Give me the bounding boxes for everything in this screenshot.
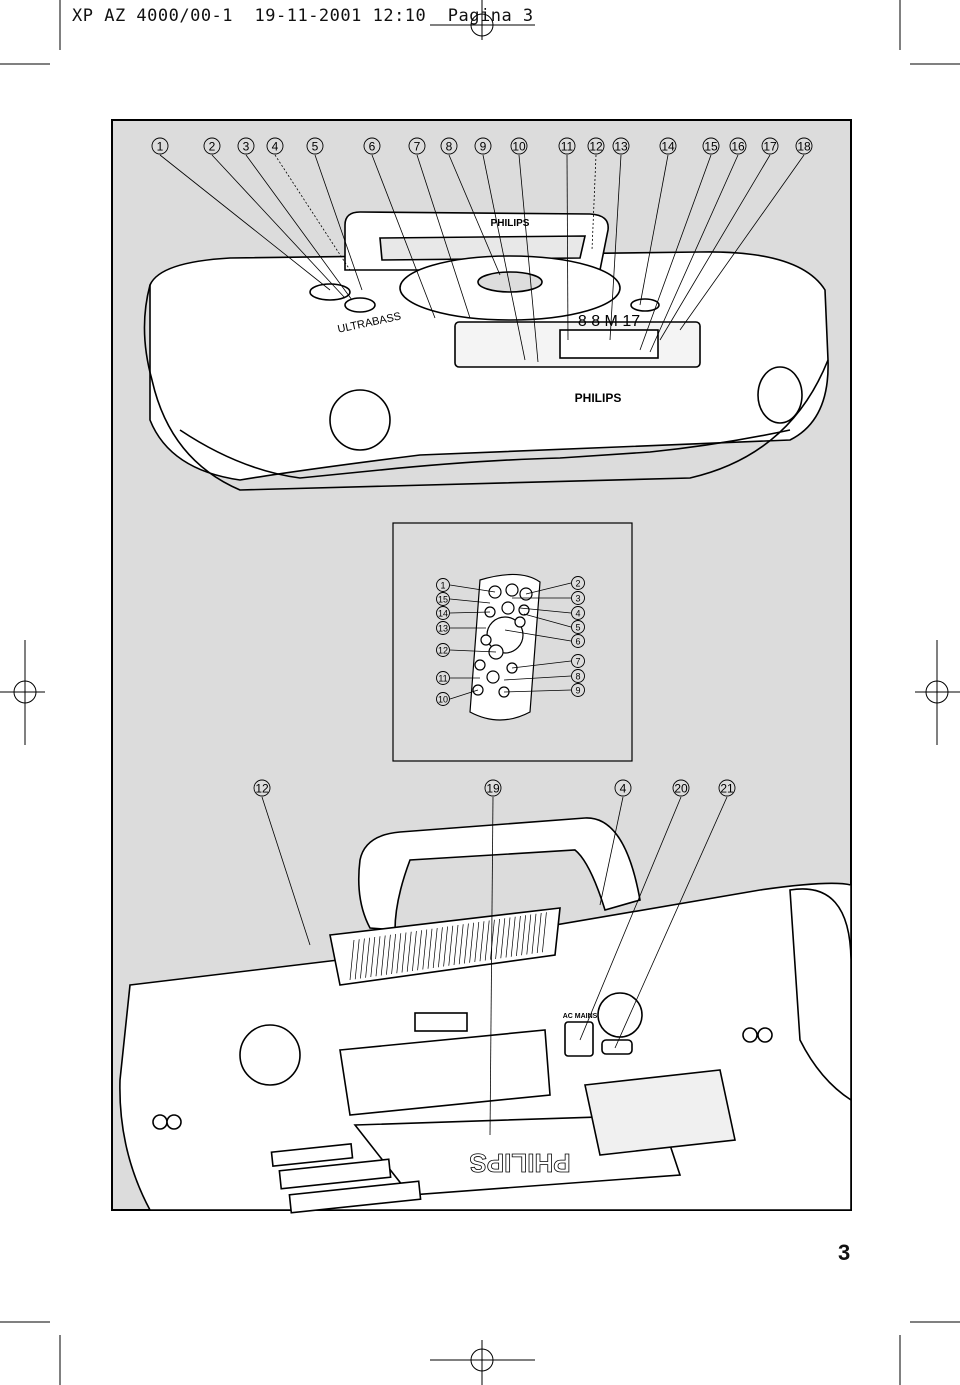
callout-number: 5 [575, 623, 580, 633]
callout-number: 1 [440, 581, 445, 591]
callout-1: 1 [436, 578, 450, 592]
callout-number: 15 [438, 595, 448, 605]
callout-10: 10 [510, 137, 528, 155]
callout-number: 1 [157, 140, 164, 154]
callout-number: 14 [438, 609, 448, 619]
callout-number: 8 [446, 140, 453, 154]
callout-5: 5 [571, 620, 585, 634]
callout-number: 14 [661, 140, 675, 154]
front-brand: PHILIPS [575, 391, 622, 405]
callout-14: 14 [436, 606, 450, 620]
callout-number: 19 [486, 782, 500, 796]
callout-18: 18 [795, 137, 813, 155]
callout-number: 21 [720, 782, 734, 796]
callout-8: 8 [440, 137, 458, 155]
callout-2: 2 [571, 576, 585, 590]
callout-number: 13 [438, 624, 448, 634]
callout-19: 19 [484, 779, 502, 797]
callout-4: 4 [614, 779, 632, 797]
remote-control [469, 573, 541, 721]
document-header: XP AZ 4000/00-1 19-11-2001 12:10 Pagina … [72, 6, 534, 26]
bottom-callout-row: 12 19 4 20 21 [253, 779, 736, 797]
ac-mains-label: AC MAINS [563, 1013, 598, 1020]
callout-number: 11 [438, 674, 447, 684]
callout-8: 8 [571, 669, 585, 683]
callout-11: 11 [558, 137, 576, 155]
callout-number: 9 [480, 140, 487, 154]
callout-number: 8 [575, 672, 580, 682]
callout-16: 16 [729, 137, 747, 155]
callout-6: 6 [363, 137, 381, 155]
callout-number: 3 [243, 140, 250, 154]
page-number: 3 [838, 1240, 851, 1265]
callout-9: 9 [474, 137, 492, 155]
callout-number: 6 [369, 140, 376, 154]
callout-14: 14 [659, 137, 677, 155]
callout-2: 2 [203, 137, 221, 155]
callout-number: 17 [763, 140, 777, 154]
callout-15: 15 [436, 592, 450, 606]
callout-number: 7 [414, 140, 421, 154]
remote-leader-lines [449, 582, 572, 700]
callout-number: 12 [589, 140, 603, 154]
callout-4: 4 [571, 606, 585, 620]
callout-11: 11 [436, 671, 450, 685]
callout-12: 12 [436, 643, 450, 657]
callout-7: 7 [571, 654, 585, 668]
callout-9: 9 [571, 683, 585, 697]
callout-12: 12 [253, 779, 271, 797]
callout-number: 2 [209, 140, 216, 154]
callout-13: 13 [436, 621, 450, 635]
callout-3: 3 [237, 137, 255, 155]
display-readout: 8 8 M 17 [578, 313, 640, 330]
callout-3: 3 [571, 591, 585, 605]
header-date: 19-11-2001 12:10 [254, 6, 427, 26]
callout-number: 12 [255, 782, 269, 796]
callout-10: 10 [436, 692, 450, 706]
boombox-bottom-view [119, 817, 852, 1214]
callout-7: 7 [408, 137, 426, 155]
callout-number: 10 [438, 695, 448, 705]
callout-15: 15 [702, 137, 720, 155]
callout-number: 18 [797, 140, 811, 154]
callout-number: 4 [620, 782, 627, 796]
callout-number: 11 [561, 140, 574, 154]
callout-number: 2 [575, 579, 580, 589]
callout-number: 9 [575, 686, 580, 696]
callout-number: 20 [674, 782, 688, 796]
callout-number: 10 [512, 140, 526, 154]
callout-12: 12 [587, 137, 605, 155]
doc-code: XP AZ 4000/00-1 [72, 6, 234, 26]
callout-number: 15 [704, 140, 718, 154]
remote-callouts: 1 15 14 13 12 11 10 2 3 4 5 6 7 8 9 [436, 576, 585, 706]
callout-5: 5 [306, 137, 324, 155]
callout-number: 16 [731, 140, 745, 154]
bottom-leader-lines [261, 796, 728, 1136]
top-leader-lines [159, 154, 805, 363]
callout-number: 7 [575, 657, 580, 667]
callout-number: 4 [575, 609, 580, 619]
callout-number: 6 [575, 637, 580, 647]
callout-number: 12 [438, 646, 448, 656]
callout-13: 13 [612, 137, 630, 155]
callout-1: 1 [151, 137, 169, 155]
callout-number: 13 [614, 140, 628, 154]
callout-21: 21 [718, 779, 736, 797]
callout-number: 3 [575, 594, 580, 604]
bottom-brand: PHILIPS [469, 1148, 570, 1178]
callout-4: 4 [266, 137, 284, 155]
header-page: Pagina 3 [447, 6, 534, 26]
callout-17: 17 [761, 137, 779, 155]
callout-number: 4 [272, 140, 279, 154]
lid-brand: PHILIPS [491, 218, 530, 229]
callout-6: 6 [571, 634, 585, 648]
callout-number: 5 [312, 140, 319, 154]
callout-20: 20 [672, 779, 690, 797]
